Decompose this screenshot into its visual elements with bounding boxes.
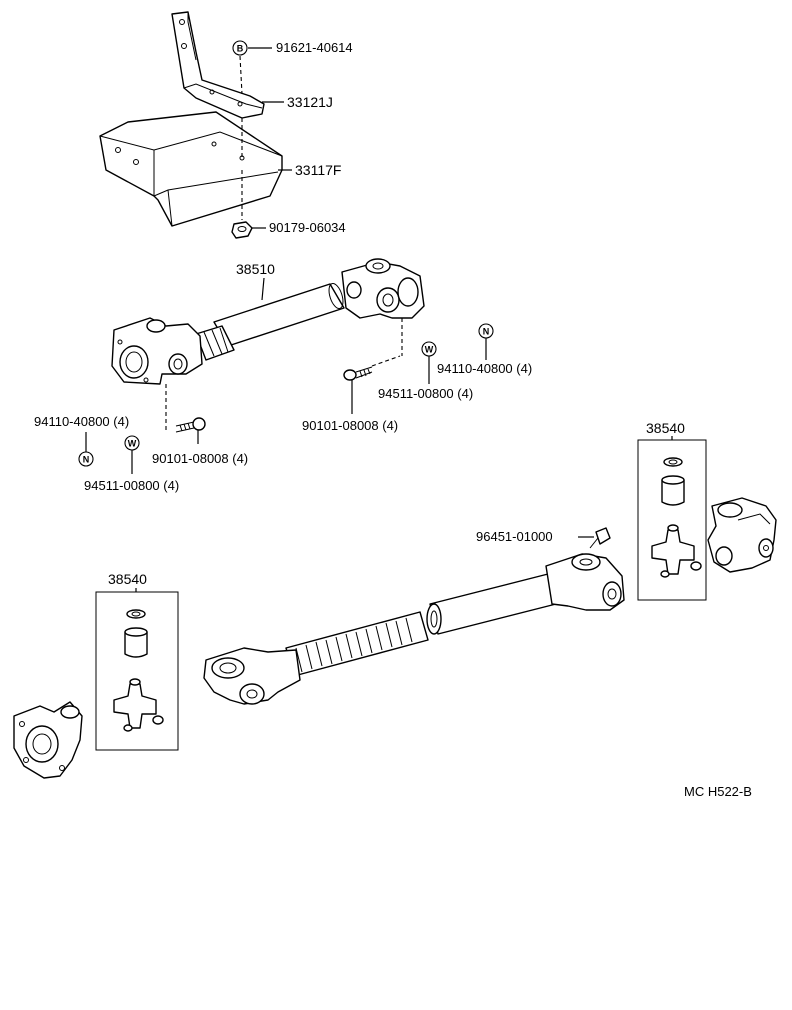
b-symbol-letter: B	[237, 44, 244, 54]
label-washer-94511-left: 94511-00800 (4)	[84, 478, 179, 493]
label-spider-38540-right: 38540	[646, 420, 685, 436]
label-nut-94110-left: 94110-40800 (4)	[34, 414, 129, 429]
bracket-33121j-part	[171, 11, 265, 119]
label-bolt-90101-left: 90101-08008 (4)	[152, 451, 248, 466]
plate-33117f-part	[99, 111, 283, 227]
label-nut-94110-right: 94110-40800 (4)	[437, 361, 532, 376]
label-washer-94511-right: 94511-00800 (4)	[378, 386, 473, 401]
spider-kit-box-left	[95, 591, 179, 751]
label-plate-33117f: 33117F	[295, 162, 341, 178]
w-symbol-left: W	[124, 435, 140, 451]
n-symbol-right: N	[478, 323, 494, 339]
bolt-90101-right-part	[343, 366, 373, 381]
label-bolt-91621: 91621-40614	[276, 40, 353, 55]
w-symbol-left-letter: W	[128, 439, 137, 449]
diagram-code: MC H522-B	[684, 784, 752, 799]
nut-90179-part	[231, 221, 253, 239]
spider-kit-left-parts	[113, 609, 164, 732]
label-bolt-90101-right: 90101-08008 (4)	[302, 418, 398, 433]
grease-fitting-96451-part	[589, 527, 611, 549]
label-spider-38540-left: 38540	[108, 571, 147, 587]
n-symbol-left: N	[78, 451, 94, 467]
b-symbol: B	[232, 40, 248, 56]
propeller-shaft-rear-part	[203, 553, 625, 705]
bolt-90101-left-part	[175, 417, 206, 433]
w-symbol-right-letter: W	[425, 345, 434, 355]
flange-yoke-right-part	[707, 497, 777, 573]
label-bracket-33121j: 33121J	[287, 94, 333, 110]
label-shaft-38510: 38510	[236, 261, 275, 277]
propeller-shaft-38510-part	[111, 258, 425, 385]
label-fitting-96451: 96451-01000	[476, 529, 553, 544]
flange-yoke-left-part	[13, 701, 83, 779]
n-symbol-left-letter: N	[83, 455, 90, 465]
spider-kit-right-parts	[651, 457, 702, 578]
n-symbol-right-letter: N	[483, 327, 490, 337]
w-symbol-right: W	[421, 341, 437, 357]
label-nut-90179: 90179-06034	[269, 220, 346, 235]
spider-kit-box-right	[637, 439, 707, 601]
